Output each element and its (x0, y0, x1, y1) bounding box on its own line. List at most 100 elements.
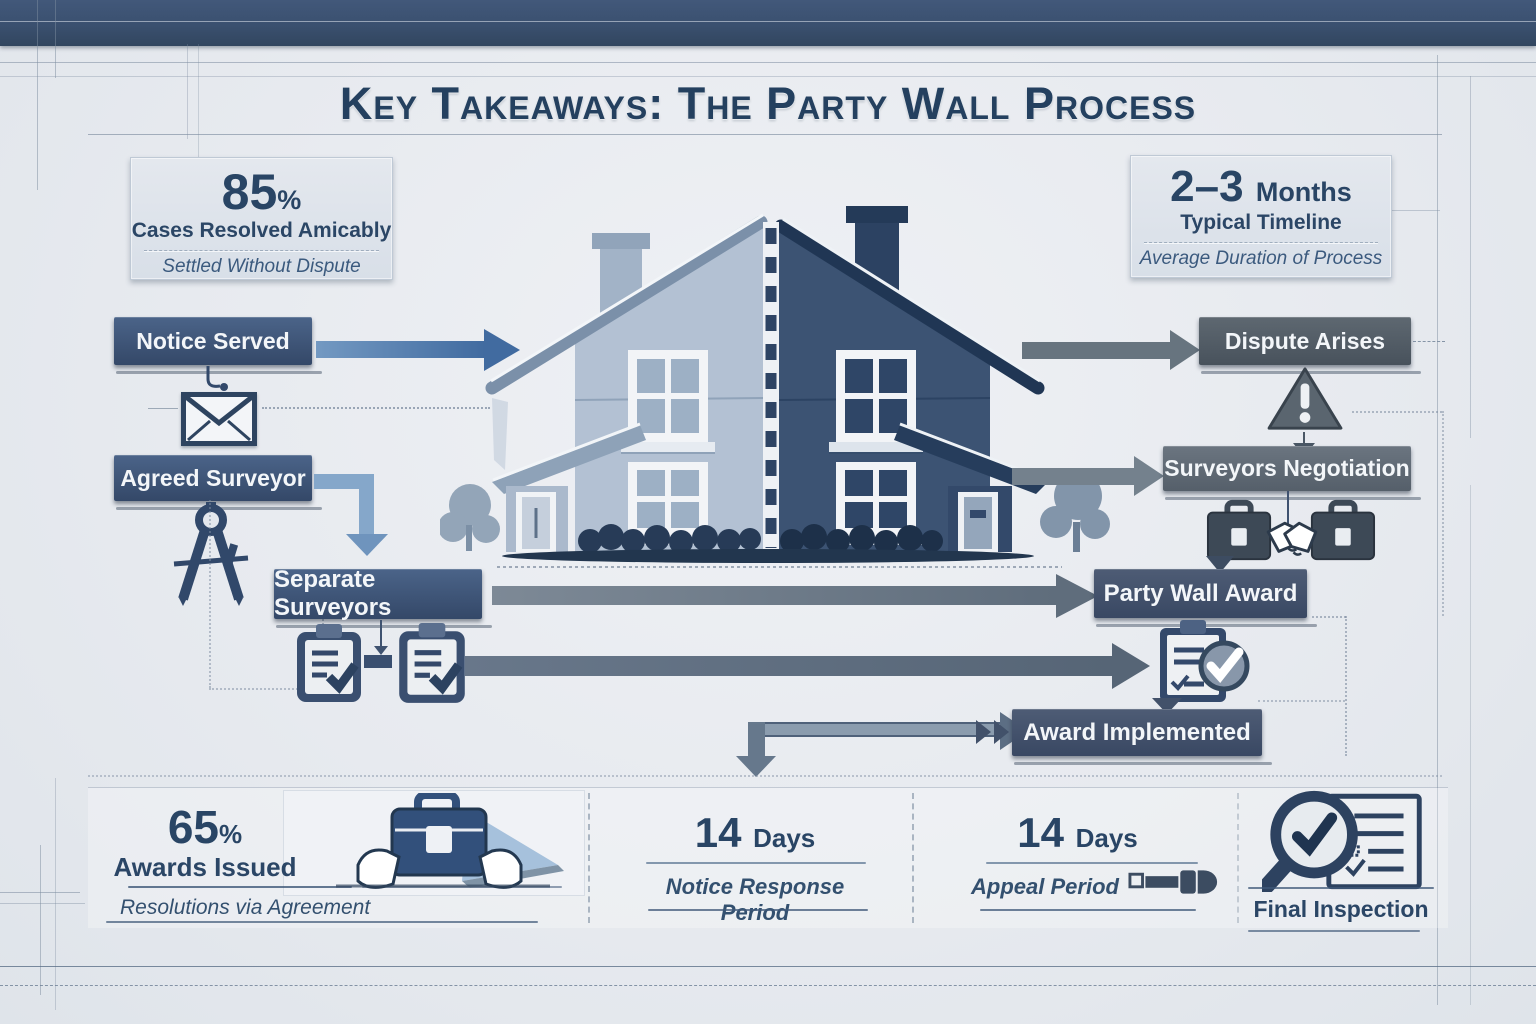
stat-unit: % (277, 185, 302, 215)
stat-label: Awards Issued (113, 852, 297, 882)
drafting-compass-icon (173, 502, 249, 606)
stat-label: Typical Timeline (1180, 210, 1342, 234)
leader-hook (206, 366, 228, 391)
stat-label: Cases Resolved Amicably (131, 219, 392, 242)
arrow-separate-to-award (492, 586, 1056, 605)
stat-sublabel: Notice Response Period (665, 874, 845, 925)
frame-line (40, 845, 41, 995)
flow-label: Separate Surveyors (274, 566, 392, 621)
underline (648, 909, 868, 911)
frame-line (1470, 76, 1471, 438)
frame-line (1437, 55, 1438, 1005)
band-divider (1237, 793, 1239, 923)
arrow-head (1112, 643, 1150, 689)
underline (986, 862, 1198, 864)
arrow-head (374, 646, 388, 655)
stat-unit: Months (1255, 177, 1352, 207)
arrow-head (736, 756, 776, 777)
flow-label: Agreed Surveyor (120, 464, 306, 491)
flow-label: Party Wall Award (1103, 579, 1298, 607)
frame-line (0, 62, 1536, 63)
stat-unit: Days (1075, 823, 1138, 853)
stat-value: 65 (167, 801, 220, 853)
stat-sublabel: Appeal Period (971, 874, 1119, 899)
stat-value: 2–3 (1170, 162, 1244, 211)
arrow-clipboards-to-check (465, 656, 1112, 676)
ribbon-chevron (994, 720, 1009, 744)
leader-dotted (262, 407, 490, 409)
leader-dotted (209, 500, 211, 688)
connector-line (1303, 432, 1305, 444)
flow-box-dispute-arises: Dispute Arises (1199, 317, 1421, 374)
connector-line (380, 620, 382, 646)
briefcase-hands-icon (336, 793, 564, 889)
stat-value: 14 (694, 809, 742, 856)
frame-dotted-line (88, 775, 1442, 777)
top-bar (0, 0, 1536, 46)
flow-label: Notice Served (136, 327, 290, 354)
page-title: Key Takeaways: The Party Wall Process (339, 78, 1197, 129)
stat-typical-timeline: 2–3 Months Typical Timeline Average Dura… (1130, 155, 1392, 278)
final-inspection-label: Final Inspection (1253, 896, 1429, 922)
flow-label: Dispute Arises (1224, 327, 1386, 354)
connector-line (1287, 491, 1289, 543)
leader-dotted (1442, 411, 1444, 616)
stat-unit: Days (753, 823, 816, 853)
clipboard-connector (364, 655, 392, 668)
clipboard-check-icon (1160, 620, 1250, 702)
frame-line (0, 76, 1536, 77)
flow-label: Award Implemented (1023, 718, 1251, 746)
frame-line (0, 966, 1536, 967)
divider (1144, 241, 1378, 243)
leader-line (148, 408, 178, 409)
flow-box-agreed-surveyor: Agreed Surveyor (114, 455, 322, 510)
underline (106, 921, 538, 923)
envelope-icon (181, 392, 257, 446)
stat-appeal-period: 14 Days (965, 812, 1190, 854)
frame-dashed-line (0, 985, 1536, 986)
arrow-agreed-elbow (359, 474, 374, 536)
underline (980, 909, 1196, 911)
arrow-house-to-negotiation (1012, 468, 1134, 485)
frame-line (187, 44, 188, 139)
divider (144, 250, 379, 251)
leader-dotted (1352, 411, 1442, 413)
leader-dashed (1413, 341, 1445, 342)
arrow-house-to-dispute (1022, 342, 1170, 359)
frame-line (37, 0, 38, 190)
underline (646, 862, 866, 864)
stat-notice-period: 14 Days (635, 812, 875, 854)
band-divider (588, 793, 590, 923)
stat-value: 85 (221, 164, 278, 220)
split-house-illustration (440, 206, 1110, 568)
frame-line (55, 0, 56, 78)
briefcase-handshake-icon (1206, 499, 1376, 561)
flow-box-notice-served: Notice Served (114, 317, 322, 374)
arrow-head (1056, 574, 1098, 618)
flow-label: Surveyors Negotiation (1164, 455, 1410, 481)
band-divider (912, 793, 914, 923)
leader-dotted (209, 688, 322, 690)
stat-sublabel: Average Duration of Process (1139, 247, 1383, 269)
warning-triangle-icon (1267, 367, 1343, 430)
ribbon-chevron (976, 720, 991, 744)
underline (1248, 887, 1434, 889)
arrow-head (1134, 456, 1164, 496)
arrow-head (484, 329, 520, 371)
frame-line (1470, 485, 1471, 1005)
flow-box-award-implemented: Award Implemented (1012, 709, 1272, 765)
stat-value: 14 (1017, 809, 1064, 856)
leader-dotted (1258, 700, 1345, 702)
flow-box-separate-surveyors: Separate Surveyors (274, 566, 492, 628)
frame-line (1348, 210, 1440, 211)
clipboard-icon (297, 624, 361, 702)
flow-box-party-wall-award: Party Wall Award (1094, 569, 1317, 627)
stat-sublabel: Resolutions via Agreement (120, 896, 371, 919)
arrow-notice-to-house (316, 341, 484, 358)
arrow-elbow-vertical (748, 722, 765, 758)
frame-line (88, 787, 1448, 788)
frame-line (55, 778, 56, 1010)
stamp-icon (1128, 870, 1218, 894)
underline (1248, 930, 1420, 932)
arrow-head (1206, 556, 1234, 573)
